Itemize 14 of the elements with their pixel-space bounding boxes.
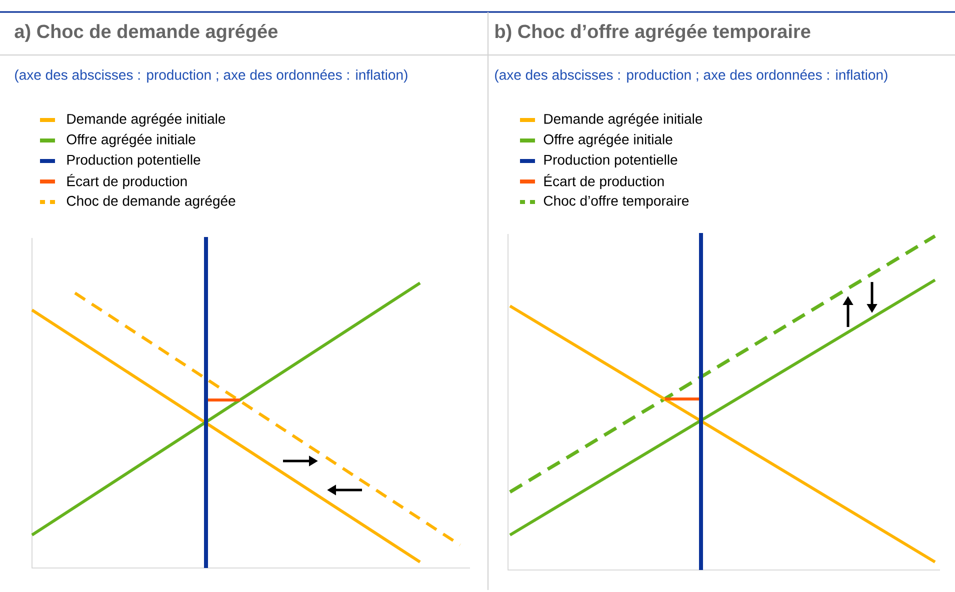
legend-text: Demande agrégée initiale	[544, 113, 702, 127]
panel-heading: a) Choc de demande agrégée	[14, 24, 278, 42]
legend-text: Production potentielle	[67, 154, 200, 168]
axis-note: (axe des abscisses : production ; axe des ordonnées : inflation)	[15, 69, 408, 83]
legend-text: Choc d’offre temporaire	[544, 195, 689, 209]
axis-note: (axe des abscisses : production ; axe des ordonnées : inflation)	[495, 69, 888, 83]
legend-text: Choc de demande agrégée	[66, 195, 236, 209]
legend-text: Écart de production	[67, 174, 187, 190]
legend-text: Écart de production	[544, 174, 664, 190]
legend-text: Production potentielle	[544, 154, 678, 168]
legend-text: Demande agrégée initiale	[67, 113, 226, 127]
legend-text: Offre agrégée initiale	[544, 134, 672, 148]
panel-heading: b) Choc d’offre agrégée temporaire	[495, 24, 810, 42]
legend-text: Offre agrégée initiale	[66, 134, 196, 148]
